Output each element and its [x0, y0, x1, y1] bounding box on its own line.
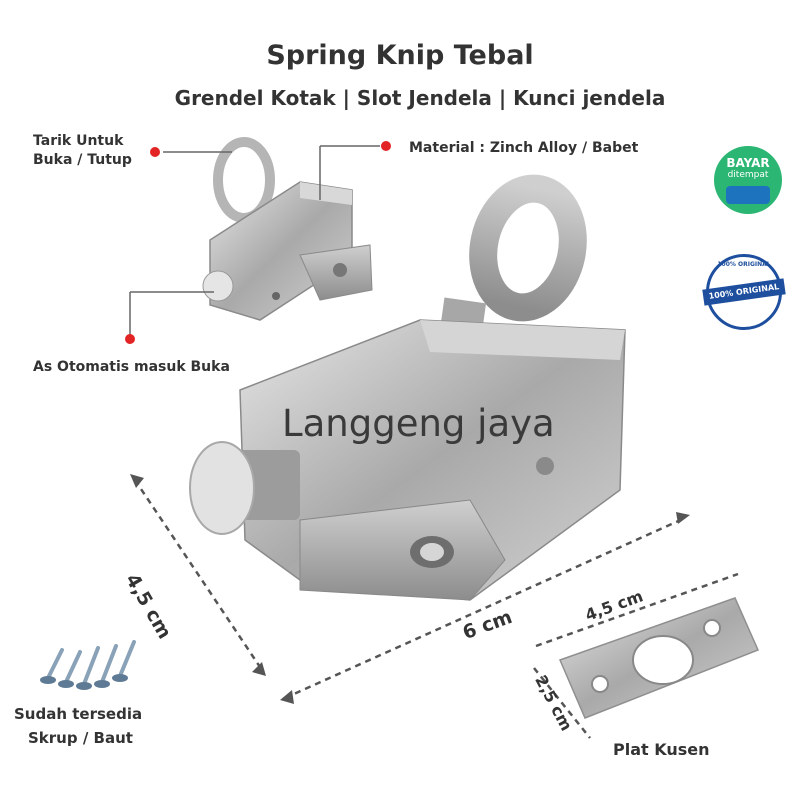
callout-dot-pull — [150, 147, 160, 157]
cash-icon — [726, 186, 770, 204]
cod-badge-bottom: ditempat — [727, 170, 769, 180]
callout-pull: Tarik Untuk Buka / Tutup — [33, 133, 132, 168]
cod-badge-top: BAYAR — [726, 156, 770, 170]
watermark-text: Langgeng jaya — [282, 402, 555, 445]
original-badge: 100% ORIGINAL 100% ORIGINAL — [702, 254, 786, 330]
screws-line2: Skrup / Baut — [28, 729, 133, 747]
callout-lines — [129, 145, 380, 336]
cod-badge: BAYAR ditempat — [714, 146, 782, 214]
callout-dot-auto — [125, 334, 135, 344]
dimension-lines — [133, 479, 739, 739]
screws-image — [40, 640, 136, 690]
callout-auto: As Otomatis masuk Buka — [33, 359, 230, 375]
original-badge-center: 100% ORIGINAL — [702, 278, 786, 306]
plate-image — [558, 597, 760, 719]
callout-material: Material : Zinch Alloy / Babet — [409, 140, 639, 156]
screws-line1: Sudah tersedia — [14, 705, 143, 723]
page-title: Spring Knip Tebal — [266, 40, 534, 71]
small-latch-image — [202, 137, 373, 321]
large-latch-image — [189, 174, 626, 601]
plate-label: Plat Kusen — [613, 740, 710, 759]
callout-dot-material — [381, 141, 391, 151]
page-subtitle: Grendel Kotak | Slot Jendela | Kunci jen… — [174, 86, 666, 110]
original-badge-ring: 100% ORIGINAL — [717, 261, 771, 268]
